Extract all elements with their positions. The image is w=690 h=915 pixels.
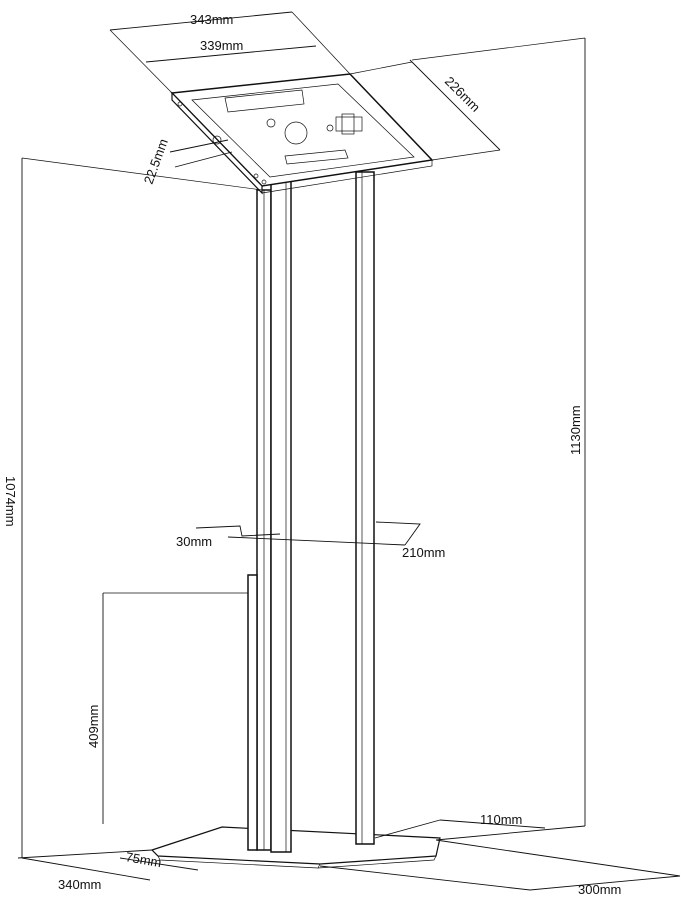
tablet-enclosure bbox=[170, 73, 434, 195]
label-1074mm: 1074mm bbox=[3, 476, 18, 527]
screw-icon bbox=[253, 173, 259, 179]
label-110mm: 110mm bbox=[480, 812, 522, 827]
lock-latch-icon bbox=[341, 113, 355, 135]
screw-icon bbox=[177, 101, 183, 107]
label-226mm: 226mm bbox=[442, 74, 483, 115]
screw-icon bbox=[261, 179, 267, 185]
label-300mm: 300mm bbox=[578, 882, 621, 897]
column-right bbox=[355, 171, 375, 845]
label-409mm: 409mm bbox=[86, 705, 101, 748]
mount-hole-icon bbox=[326, 124, 334, 132]
base-plate bbox=[150, 826, 441, 869]
label-210mm: 210mm bbox=[402, 545, 445, 560]
label-343mm: 343mm bbox=[190, 12, 233, 27]
label-30mm: 30mm bbox=[176, 534, 212, 549]
dimension-lines bbox=[17, 11, 681, 891]
column-left bbox=[247, 189, 272, 851]
label-22-5mm: 22.5mm bbox=[141, 137, 171, 186]
mount-hole-icon bbox=[266, 118, 276, 128]
label-339mm: 339mm bbox=[200, 38, 243, 53]
label-340mm: 340mm bbox=[58, 877, 101, 892]
camera-slot bbox=[224, 89, 305, 113]
column-front bbox=[270, 179, 292, 853]
dimension-labels: 343mm 339mm 226mm 22.5mm 1130mm 1074mm 3… bbox=[3, 12, 621, 897]
label-75mm: 75mm bbox=[124, 849, 162, 870]
side-screw-icon bbox=[212, 135, 222, 145]
label-1130mm: 1130mm bbox=[568, 405, 583, 455]
home-button-slot bbox=[284, 149, 349, 165]
lock-icon bbox=[335, 116, 363, 132]
center-mount-hole bbox=[284, 121, 308, 145]
